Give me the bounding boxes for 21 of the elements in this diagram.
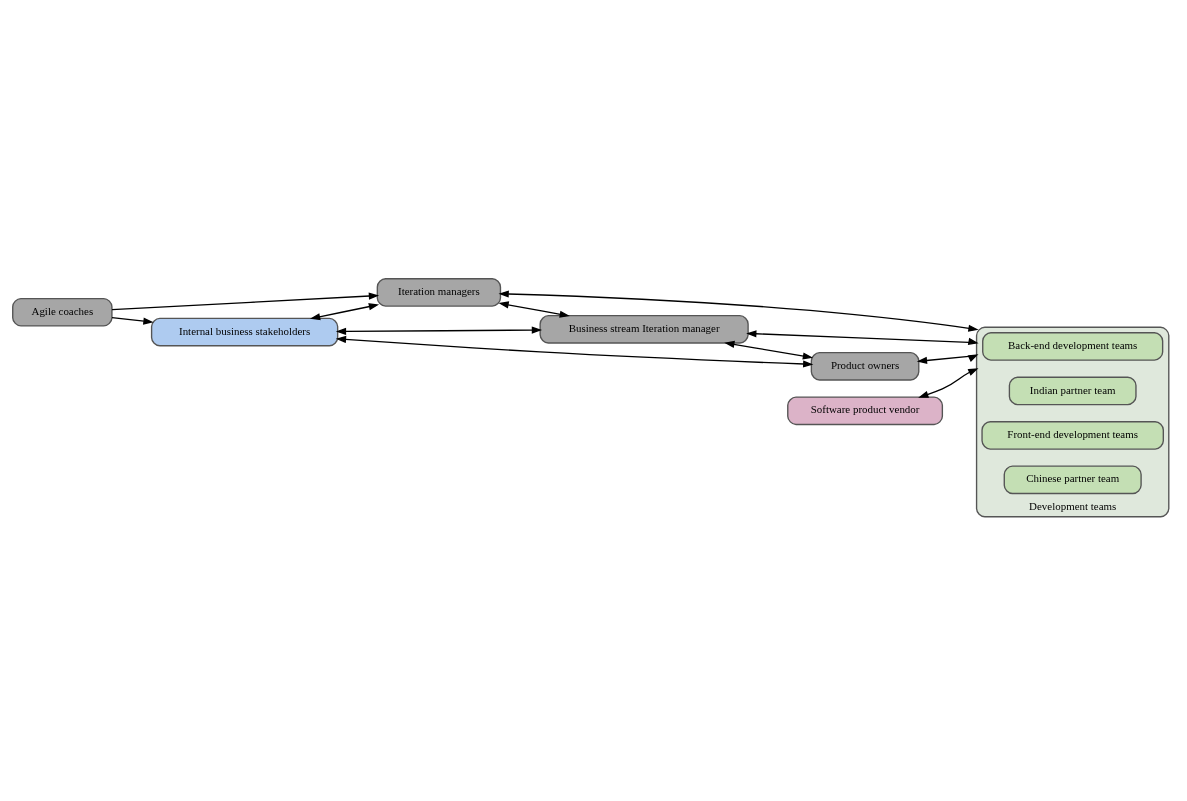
arrow xyxy=(916,354,979,364)
node-box: Iteration managers xyxy=(376,278,502,307)
node-box: Indian partner team xyxy=(1008,376,1137,406)
node-box: Back-end development teams xyxy=(982,332,1164,361)
arrow xyxy=(309,303,380,321)
node-box: Product owners xyxy=(810,351,920,381)
arrow xyxy=(498,301,570,318)
arrow xyxy=(335,326,543,335)
arrow xyxy=(918,368,979,398)
arrow xyxy=(111,316,154,325)
arrow xyxy=(724,340,814,360)
node-box: Business stream Iteration manager xyxy=(539,315,749,344)
node-box: Agile coaches xyxy=(12,297,113,327)
arrow xyxy=(111,292,380,311)
arrow xyxy=(498,290,979,332)
arrow xyxy=(746,330,979,345)
node-box: Chinese partner team xyxy=(1003,465,1142,495)
node-box: Internal business stakeholders xyxy=(150,317,339,347)
arrow xyxy=(335,335,814,368)
node-box: Front-end development teams xyxy=(981,421,1164,450)
node-box: Software product vendor xyxy=(787,396,944,426)
